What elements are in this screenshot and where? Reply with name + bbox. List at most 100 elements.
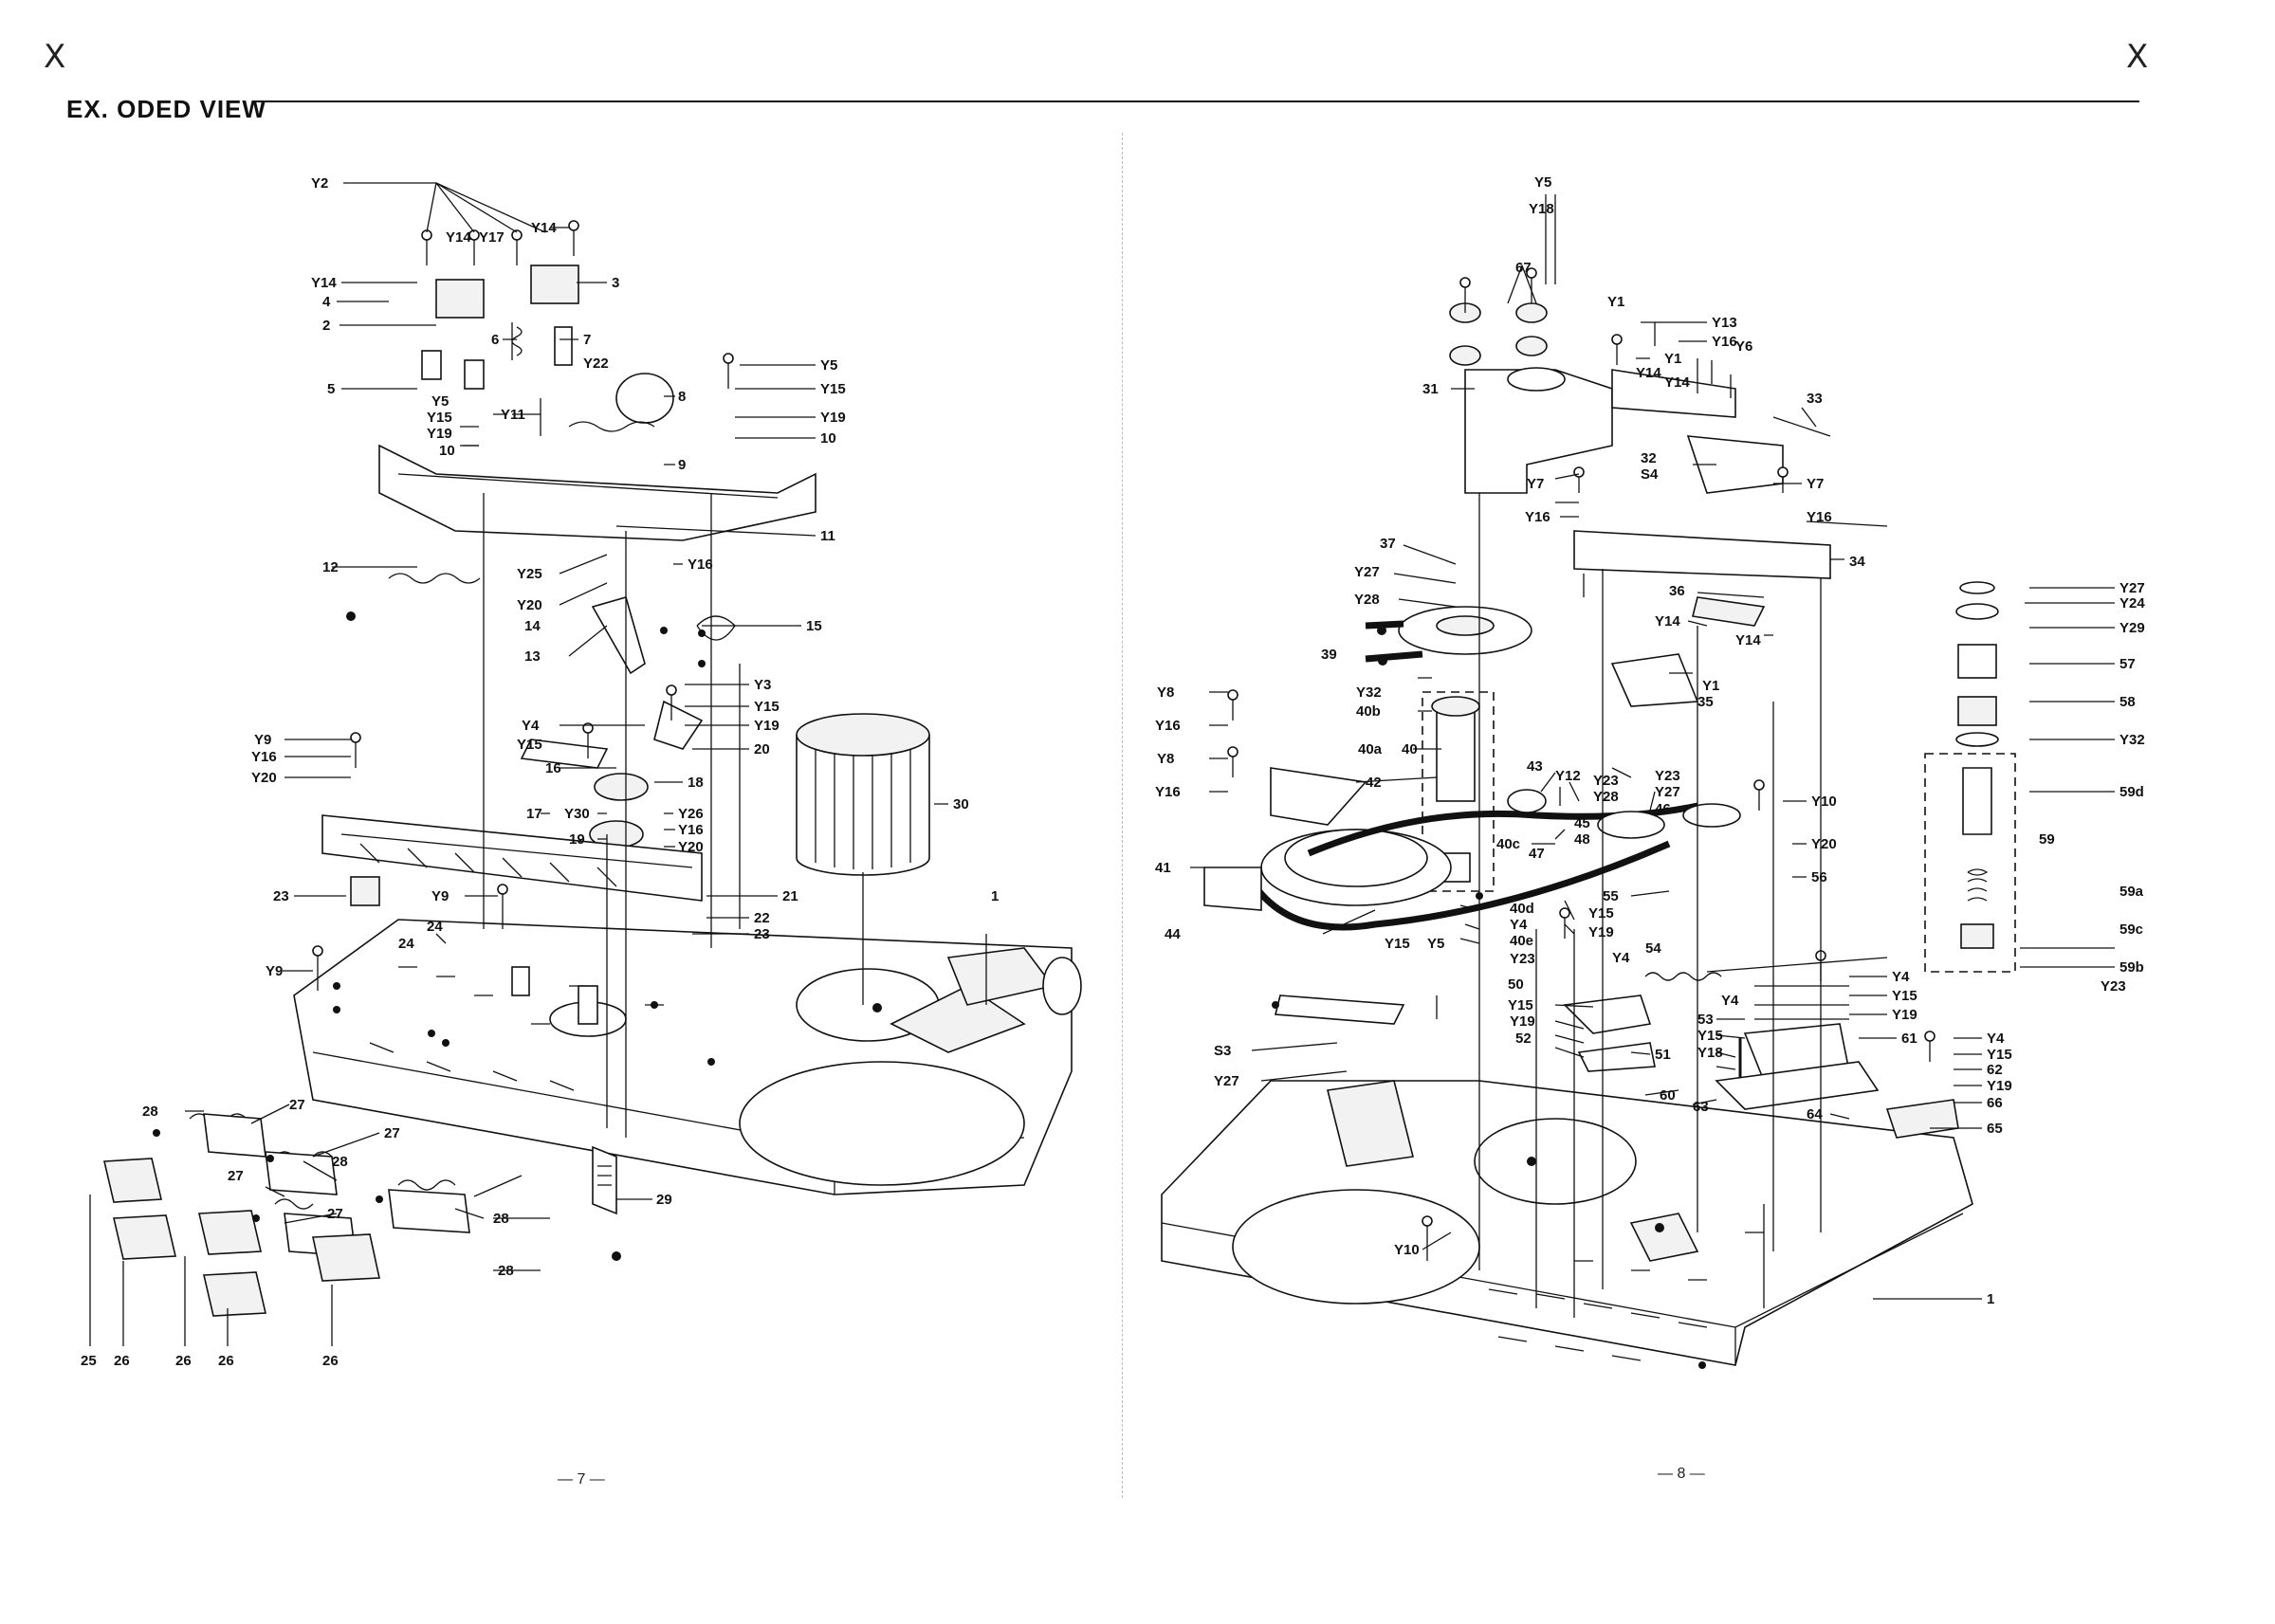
label: Y4 [1892,969,1910,985]
label: 25 [81,1353,97,1369]
label: Y8 [1157,684,1174,701]
label: Y10 [1394,1242,1420,1258]
label: 44 [1165,926,1181,942]
label: Y27 [2119,580,2145,596]
label: Y4 [1987,1031,2005,1047]
label: 48 [1574,831,1590,848]
label: Y32 [1356,684,1382,701]
right-assembly-drawing [1161,267,2016,1369]
label: 59d [2119,784,2144,800]
label: Y15 [754,699,780,715]
label: Y16 [1525,509,1550,525]
label: 47 [1529,846,1545,862]
label: 18 [688,775,704,791]
label: Y1 [1607,294,1624,310]
label: Y27 [1354,564,1380,580]
label: 1 [1987,1291,1994,1307]
label: 28 [498,1263,514,1279]
label: 5 [327,381,335,397]
label: Y19 [1987,1078,2012,1094]
left-leader-lines [89,182,987,1346]
label: 11 [820,528,835,544]
label: 35 [1697,694,1714,710]
label: Y23 [1593,773,1619,789]
label: Y8 [1157,751,1174,767]
label: Y4 [1721,993,1739,1009]
label: Y14 [1655,613,1680,630]
label: Y16 [688,557,713,573]
label: 42 [1366,775,1382,791]
label: Y26 [678,806,704,822]
label: Y16 [1155,718,1181,734]
label: 63 [1693,1099,1709,1115]
label: 30 [953,796,969,812]
label: Y4 [1612,950,1630,966]
label: Y4 [522,718,540,734]
label: 26 [322,1353,339,1369]
label: 26 [175,1353,192,1369]
label: Y9 [254,732,271,748]
label: Y28 [1593,789,1619,805]
label: S4 [1641,466,1659,483]
label: Y15 [1588,905,1614,921]
label: Y14 [1735,632,1761,648]
label: 57 [2119,656,2136,672]
label: 59a [2119,884,2144,900]
label: Y19 [1588,924,1614,940]
label: 45 [1574,815,1590,831]
label: Y19 [1510,1013,1535,1030]
label: Y5 [431,393,449,410]
label: 28 [493,1211,509,1227]
label: 2 [322,318,330,334]
label: Y20 [1811,836,1837,852]
label: Y23 [2101,978,2126,994]
label: 1 [991,888,999,904]
page-number-left: — 7 — [558,1471,605,1487]
label: Y30 [564,806,590,822]
label: Y14 [446,229,471,246]
label: Y29 [2119,620,2145,636]
label: 27 [289,1097,305,1113]
label: 59c [2119,921,2143,938]
label: Y13 [1712,315,1737,331]
label: 40c [1496,836,1520,852]
label: 51 [1655,1047,1671,1063]
label: Y24 [2119,595,2145,611]
label: Y5 [1427,936,1444,952]
right-part-labels: Y5 Y18 67 Y1 Y13 Y16 Y1 Y6 Y14 Y14 31 33… [1155,174,2145,1307]
label: 33 [1807,391,1823,407]
label: 64 [1807,1106,1823,1122]
label: 7 [583,332,591,348]
label: 40 [1402,741,1418,757]
label: 40b [1356,703,1381,720]
label: 43 [1527,758,1543,775]
label: 65 [1987,1121,2003,1137]
label: Y20 [517,597,542,613]
label: 12 [322,559,339,575]
label: Y19 [1892,1007,1917,1023]
label: 17 [526,806,542,822]
label: Y28 [1354,592,1380,608]
label: Y1 [1664,351,1681,367]
label: Y4 [1510,917,1528,933]
label: 40a [1358,741,1383,757]
label: Y19 [754,718,780,734]
label: Y11 [501,407,525,423]
label: 23 [273,888,289,904]
label: 3 [612,275,619,291]
label: 39 [1321,647,1337,663]
label: Y2 [311,175,328,192]
right-leader-lines [1190,194,2115,1300]
label: Y20 [678,839,704,855]
label: 24 [427,919,443,935]
label: Y19 [820,410,846,426]
label: Y14 [311,275,337,291]
label: 8 [678,389,686,405]
label: Y16 [678,822,704,838]
label: Y32 [2119,732,2145,748]
label: Y23 [1510,951,1535,967]
label: Y25 [517,566,542,582]
label: Y15 [517,737,542,753]
label: 41 [1155,860,1171,876]
label: Y9 [266,963,283,979]
